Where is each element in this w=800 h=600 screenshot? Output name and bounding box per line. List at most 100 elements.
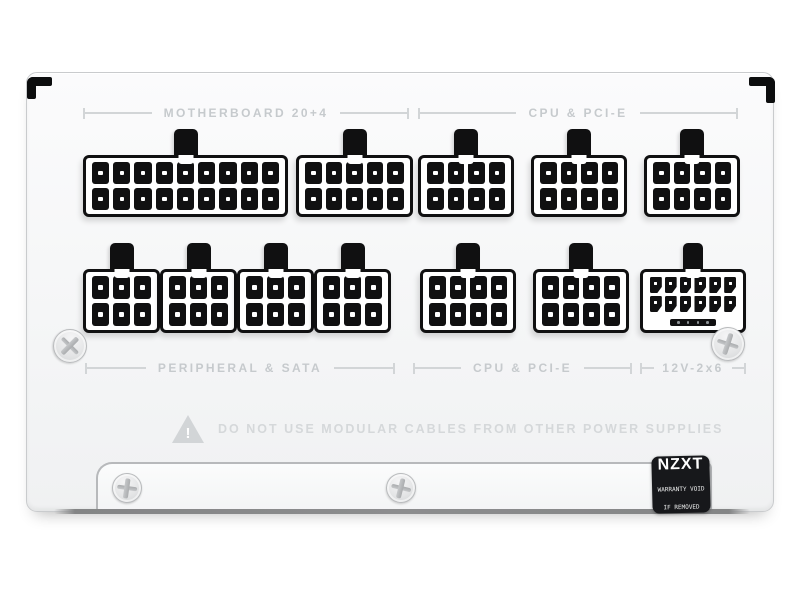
bracket-tick bbox=[736, 107, 739, 119]
pin-grid bbox=[540, 162, 618, 210]
pin-socket bbox=[366, 162, 384, 184]
pin-socket bbox=[603, 303, 620, 326]
pin-socket bbox=[365, 276, 382, 299]
connector-body bbox=[418, 155, 514, 217]
12v-2x6-connector bbox=[640, 243, 746, 333]
connector-body bbox=[644, 155, 740, 217]
latch-tab bbox=[456, 243, 480, 273]
pin-socket bbox=[134, 162, 152, 184]
pin-socket bbox=[169, 276, 186, 299]
pin-socket bbox=[134, 303, 151, 326]
pin-socket bbox=[246, 303, 263, 326]
cpu-pcie-8pin-connector-2 bbox=[531, 129, 627, 217]
bracket-line bbox=[340, 112, 408, 114]
peripheral-sata-6pin-connector-1 bbox=[83, 243, 160, 333]
bracket-line bbox=[334, 367, 393, 369]
pin-socket bbox=[583, 303, 600, 326]
pin-socket bbox=[176, 188, 195, 210]
pin-socket bbox=[673, 188, 690, 210]
pin-socket bbox=[113, 188, 131, 210]
pin-socket bbox=[155, 188, 173, 210]
warranty-text: WARRANTY VOID IF REMOVED bbox=[657, 475, 705, 512]
cpu-pcie-8pin-connector-4 bbox=[420, 243, 516, 333]
latch-tab bbox=[569, 243, 593, 273]
pin-socket bbox=[694, 277, 707, 293]
pin-socket bbox=[288, 303, 305, 326]
label-cpu-pcie-bottom: CPU & PCI-E bbox=[472, 361, 573, 375]
bracket-line bbox=[420, 112, 517, 114]
pin-socket bbox=[261, 162, 279, 184]
bracket-line bbox=[584, 367, 631, 369]
pin-socket bbox=[673, 162, 690, 184]
peripheral-sata-6pin-connector-2 bbox=[160, 243, 237, 333]
pin-socket bbox=[542, 303, 559, 326]
pin-socket bbox=[468, 162, 485, 184]
cpu-pcie-8pin-connector-3 bbox=[644, 129, 740, 217]
pin-socket bbox=[653, 162, 670, 184]
pin-socket bbox=[488, 188, 505, 210]
pin-socket bbox=[344, 303, 361, 326]
connector-body bbox=[314, 269, 391, 333]
connector-body bbox=[533, 269, 629, 333]
label-cpu-pcie-top: CPU & PCI-E bbox=[528, 106, 628, 120]
connector-body bbox=[420, 269, 516, 333]
pin-socket bbox=[387, 162, 404, 184]
label-group-motherboard: MOTHERBOARD 20+4 bbox=[83, 106, 410, 120]
pin-grid bbox=[427, 162, 505, 210]
pin-socket bbox=[305, 162, 322, 184]
latch-tab bbox=[454, 129, 478, 159]
pin-socket bbox=[113, 162, 131, 184]
chassis-corner-trim-top-left-h bbox=[27, 77, 52, 86]
latch-notch bbox=[268, 269, 283, 278]
pin-socket bbox=[653, 188, 670, 210]
pin-socket bbox=[387, 188, 404, 210]
pin-socket bbox=[560, 188, 577, 210]
latch-notch bbox=[571, 155, 587, 164]
pin-socket bbox=[714, 188, 731, 210]
pin-socket bbox=[562, 276, 579, 299]
latch-notch bbox=[684, 155, 700, 164]
bracket-tick bbox=[630, 362, 633, 374]
sense-pin bbox=[677, 321, 680, 324]
chassis-corner-trim-top-left-v bbox=[27, 77, 36, 99]
pin-socket bbox=[449, 303, 466, 326]
bracket-line bbox=[639, 112, 737, 114]
peripheral-sata-6pin-connector-3 bbox=[237, 243, 314, 333]
pin-socket bbox=[219, 162, 237, 184]
bracket-tick bbox=[413, 362, 415, 374]
bracket-line bbox=[85, 112, 152, 114]
bracket-tick bbox=[640, 362, 642, 374]
connector-row-top bbox=[0, 129, 800, 229]
cpu-pcie-8pin-connector-1 bbox=[418, 129, 514, 217]
pin-socket bbox=[664, 277, 677, 293]
pin-socket bbox=[581, 188, 598, 210]
pin-socket bbox=[134, 276, 151, 299]
pin-socket bbox=[540, 188, 557, 210]
pin-socket bbox=[714, 162, 731, 184]
pin-socket bbox=[344, 276, 361, 299]
latch-notch bbox=[191, 269, 206, 278]
pin-socket bbox=[288, 276, 305, 299]
pin-socket bbox=[211, 276, 228, 299]
bracket-tick bbox=[85, 362, 87, 374]
pin-socket bbox=[325, 162, 343, 184]
peripheral-sata-6pin-connector-4 bbox=[314, 243, 391, 333]
pin-socket bbox=[366, 188, 384, 210]
warranty-line-1: WARRANTY VOID bbox=[657, 485, 705, 494]
pin-socket bbox=[198, 188, 216, 210]
pin-socket bbox=[603, 276, 620, 299]
pin-grid bbox=[92, 162, 279, 210]
pin-socket bbox=[694, 296, 707, 312]
pin-socket bbox=[709, 277, 722, 293]
bracket-tick bbox=[418, 107, 420, 119]
pin-socket bbox=[694, 162, 711, 184]
pin-socket bbox=[267, 303, 284, 326]
latch-tab bbox=[173, 129, 198, 159]
pin-socket bbox=[560, 162, 577, 184]
label-motherboard-20-4: MOTHERBOARD 20+4 bbox=[163, 106, 329, 120]
pin-socket bbox=[679, 277, 692, 293]
latch-tab bbox=[109, 243, 134, 273]
pin-socket bbox=[155, 162, 173, 184]
sense-pin bbox=[696, 321, 700, 324]
